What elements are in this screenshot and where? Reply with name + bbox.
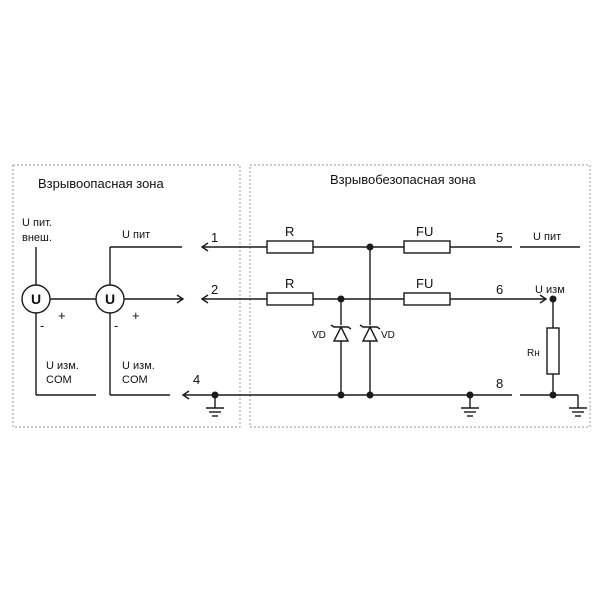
source2-plus: + xyxy=(132,308,140,323)
source1-symbol: U xyxy=(31,291,41,307)
load-resistor-rn xyxy=(546,327,560,375)
line2-out-arrow xyxy=(539,294,548,304)
uizm2-label-line2: COM xyxy=(122,374,148,386)
terminal-4: 4 xyxy=(193,372,200,387)
ground-symbol-left xyxy=(206,395,224,417)
load-resistor-rn-label: Rн xyxy=(527,348,540,359)
terminal-1: 1 xyxy=(211,230,218,245)
source2-minus: - xyxy=(114,318,118,333)
zener-diode-vd2-label: VD xyxy=(381,330,395,341)
source2-symbol: U xyxy=(105,291,115,307)
resistor-r1-label: R xyxy=(285,224,294,239)
source2-arrow xyxy=(176,294,185,304)
safe-zone-box xyxy=(249,164,591,428)
resistor-r2-label: R xyxy=(285,276,294,291)
resistor-r1 xyxy=(266,240,314,254)
uizm1-label-line1: U изм. xyxy=(46,360,79,372)
fuse-fu1 xyxy=(403,240,451,254)
hazardous-zone-title: Взрывоопасная зона xyxy=(38,176,164,191)
safe-zone-title: Взрывобезопасная зона xyxy=(330,172,477,187)
zener-diode-vd2 xyxy=(361,325,379,342)
fuse-fu1-label: FU xyxy=(416,224,433,239)
source1-minus: - xyxy=(40,318,44,333)
resistor-r2 xyxy=(266,292,314,306)
upit-label-right: U пит xyxy=(533,231,561,243)
upit-ext-label-line1: U пит. xyxy=(22,217,52,229)
uizm-label-right: U изм xyxy=(535,284,565,296)
ground-symbol-right xyxy=(569,395,587,417)
hazardous-zone-box xyxy=(12,164,241,428)
terminal-6: 6 xyxy=(496,282,503,297)
zener-diode-vd1-label: VD xyxy=(312,330,326,341)
source1-plus: + xyxy=(58,308,66,323)
zener-diode-vd1 xyxy=(332,325,350,342)
upit-label-left: U пит xyxy=(122,229,150,241)
ground-symbol-middle xyxy=(461,395,479,417)
upit-ext-label-line2: внеш. xyxy=(22,232,52,244)
terminal-2: 2 xyxy=(211,282,218,297)
node-load-bottom xyxy=(549,391,557,399)
zener-diode-vd1-bar xyxy=(330,324,352,330)
zener-diode-vd2-bar xyxy=(359,324,381,330)
fuse-fu2-label: FU xyxy=(416,276,433,291)
uizm2-label-line1: U изм. xyxy=(122,360,155,372)
terminal-8: 8 xyxy=(496,376,503,391)
fuse-fu2 xyxy=(403,292,451,306)
uizm1-label-line2: COM xyxy=(46,374,72,386)
terminal-5: 5 xyxy=(496,230,503,245)
